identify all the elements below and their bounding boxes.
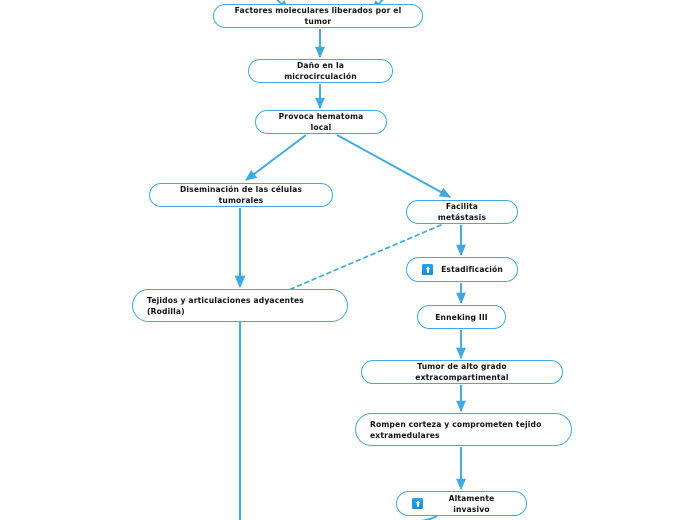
edge-invasivo-down-offscreen	[420, 515, 438, 520]
edge-hematoma-to-metastasis	[336, 134, 451, 198]
node-tumor-alto-grado-extracompartimental[interactable]: Tumor de alto grado extracompartimental	[361, 360, 563, 384]
node-enneking-iii[interactable]: Enneking III	[417, 305, 506, 329]
node-tejidos-articulaciones-adyacentes[interactable]: Tejidos y articulaciones adyacentes (Rod…	[132, 289, 348, 322]
node-label: Altamente invasivo	[448, 493, 495, 514]
node-label: Provoca hematoma local	[278, 112, 364, 132]
node-estadificacion[interactable]: Estadificación	[406, 257, 518, 282]
node-label: Tumor de alto grado extracompartimental	[415, 362, 509, 382]
node-label: Diseminación de las células tumorales	[179, 185, 303, 205]
node-dano-microcirculacion[interactable]: Daño en la microcirculación	[248, 59, 393, 83]
node-factores-moleculares[interactable]: Factores moleculares liberados por el tu…	[213, 4, 423, 28]
node-label: Rompen corteza y comprometen tejido extr…	[370, 419, 542, 440]
node-label: Estadificación	[441, 265, 503, 274]
node-provoca-hematoma-local[interactable]: Provoca hematoma local	[255, 110, 387, 134]
node-diseminacion-celulas-tumorales[interactable]: Diseminación de las células tumorales	[149, 183, 333, 207]
node-rompen-corteza[interactable]: Rompen corteza y comprometen tejido extr…	[355, 413, 572, 446]
upload-badge-icon	[421, 263, 435, 276]
upload-badge-icon	[411, 497, 424, 510]
node-altamente-invasivo[interactable]: Altamente invasivo	[396, 491, 527, 516]
node-label: Daño en la microcirculación	[284, 61, 357, 81]
edge-hematoma-to-diseminacion	[245, 134, 307, 181]
node-label: Tejidos y articulaciones adyacentes (Rod…	[147, 295, 304, 316]
node-label: Enneking III	[435, 312, 488, 322]
node-label: Facilita metástasis	[437, 202, 487, 222]
node-label: Factores moleculares liberados por el tu…	[234, 6, 402, 26]
node-facilita-metastasis[interactable]: Facilita metástasis	[406, 200, 518, 224]
